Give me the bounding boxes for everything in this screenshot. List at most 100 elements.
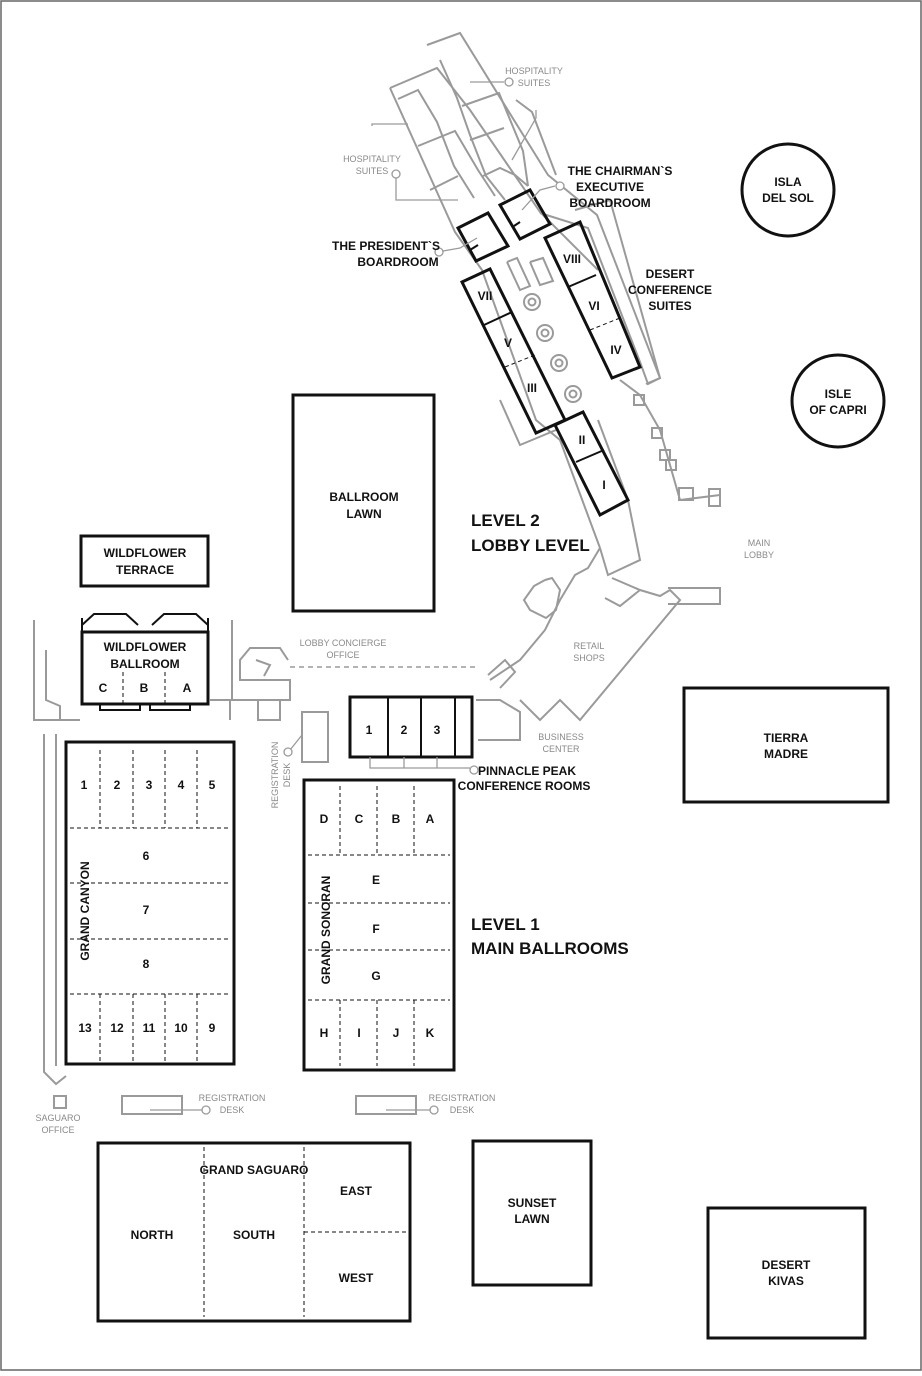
desert-conference-suites xyxy=(459,219,642,518)
isle-of-capri-shape xyxy=(790,353,886,449)
wildflower-room-b: B xyxy=(140,681,149,695)
chairmans-label-2: EXECUTIVE xyxy=(576,180,644,194)
lobby-wing-outline xyxy=(389,31,721,577)
sonoran-c: C xyxy=(355,812,364,826)
hospitality-left-2: SUITES xyxy=(356,166,389,176)
registration-desks xyxy=(121,734,439,1115)
hospitality-top-1: HOSPITALITY xyxy=(505,66,563,76)
suite-vii: VII xyxy=(478,289,493,303)
wildflower-room-a: A xyxy=(183,681,192,695)
isla-del-sol-label-1: ISLA xyxy=(774,175,802,189)
canyon-4: 4 xyxy=(178,778,185,792)
pinnacle-peak-rooms xyxy=(348,695,479,775)
hospitality-top-2: SUITES xyxy=(518,78,551,88)
wildflower-terrace-label-2: TERRACE xyxy=(116,563,174,577)
lobby-corridors xyxy=(33,547,721,763)
ballroom-lawn-label-2: LAWN xyxy=(346,507,381,521)
concierge-1: LOBBY CONCIERGE xyxy=(300,638,387,648)
registration-2b: DESK xyxy=(450,1105,475,1115)
sonoran-f: F xyxy=(372,922,379,936)
desert-kivas-shape xyxy=(706,1206,867,1340)
chairmans-label-1: THE CHAIRMAN`S xyxy=(568,164,673,178)
level2-title: LEVEL 2 xyxy=(471,511,540,530)
registration-1a: REGISTRATION xyxy=(199,1093,266,1103)
chairmans-boardroom-outline xyxy=(497,188,553,241)
chairmans-label-3: BOARDROOM xyxy=(569,196,650,210)
wildflower-ballroom-label-2: BALLROOM xyxy=(110,657,179,671)
main-lobby-1: MAIN xyxy=(748,538,771,548)
desert-kivas-label-1: DESERT xyxy=(762,1258,811,1272)
sonoran-b: B xyxy=(392,812,401,826)
registration-vertical-2: DESK xyxy=(282,763,292,788)
retail-1: RETAIL xyxy=(574,641,605,651)
room-labels: C B A 1 2 3 VIII VII VI V IV III II I 1 … xyxy=(78,252,621,1285)
level2-subtitle: LOBBY LEVEL xyxy=(471,536,590,555)
canyon-11: 11 xyxy=(143,1021,156,1035)
suite-vi: VI xyxy=(588,299,599,313)
canyon-12: 12 xyxy=(110,1021,124,1035)
suites-right-block xyxy=(542,219,642,380)
presidents-label-1: THE PRESIDENT`S xyxy=(332,239,440,253)
ballroom-lawn-label-1: BALLROOM xyxy=(329,490,398,504)
pinnacle-room-3: 3 xyxy=(434,723,441,737)
sunset-lawn-label-2: LAWN xyxy=(514,1212,549,1226)
presidents-label-2: BOARDROOM xyxy=(357,255,438,269)
grand-canyon-ballroom xyxy=(43,734,236,1109)
level1-subtitle: MAIN BALLROOMS xyxy=(471,939,629,958)
canyon-7: 7 xyxy=(143,903,150,917)
lobby-pillars xyxy=(523,293,582,403)
suite-iii: III xyxy=(527,381,537,395)
registration-1b: DESK xyxy=(220,1105,245,1115)
business-2: CENTER xyxy=(542,744,580,754)
canyon-1: 1 xyxy=(81,778,88,792)
level1-title: LEVEL 1 xyxy=(471,915,540,934)
tierra-madre-shape xyxy=(682,686,890,804)
saguaro-west: WEST xyxy=(339,1271,374,1285)
sonoran-e: E xyxy=(372,873,380,887)
sonoran-k: K xyxy=(426,1026,435,1040)
hospitality-left-1: HOSPITALITY xyxy=(343,154,401,164)
sonoran-i: I xyxy=(357,1026,360,1040)
desert-suites-label-3: SUITES xyxy=(648,299,691,313)
sonoran-d: D xyxy=(320,812,329,826)
canyon-13: 13 xyxy=(78,1021,92,1035)
boardrooms xyxy=(455,188,553,263)
pinnacle-room-2: 2 xyxy=(401,723,408,737)
suite-v: V xyxy=(504,336,512,350)
concierge-2: OFFICE xyxy=(327,650,360,660)
sonoran-g: G xyxy=(371,969,380,983)
sonoran-j: J xyxy=(393,1026,400,1040)
wildflower-ballroom xyxy=(80,613,210,711)
tierra-madre-label-2: MADRE xyxy=(764,747,808,761)
sonoran-h: H xyxy=(320,1026,329,1040)
isla-del-sol-shape xyxy=(740,142,836,238)
leader-lines xyxy=(371,77,565,257)
saguaro-south: SOUTH xyxy=(233,1228,275,1242)
tierra-madre-label-1: TIERRA xyxy=(764,731,809,745)
suite-ii: II xyxy=(579,433,586,447)
suites-lower-block xyxy=(552,410,631,518)
grand-sonoran-ballroom xyxy=(302,778,456,1072)
suite-viii: VIII xyxy=(563,252,581,266)
pinnacle-peak-label-1: PINNACLE PEAK xyxy=(478,764,576,778)
pinnacle-peak-label-2: CONFERENCE ROOMS xyxy=(458,779,591,793)
wildflower-terrace-shape xyxy=(79,534,210,588)
grand-saguaro-ballroom xyxy=(96,1141,412,1323)
pinnacle-room-1: 1 xyxy=(366,723,373,737)
canyon-2: 2 xyxy=(114,778,121,792)
wildflower-room-c: C xyxy=(99,681,108,695)
suite-iv: IV xyxy=(610,343,621,357)
level-labels: LEVEL 2 LOBBY LEVEL LEVEL 1 MAIN BALLROO… xyxy=(471,511,629,958)
sunset-lawn-shape xyxy=(471,1139,593,1287)
presidents-boardroom-outline xyxy=(455,211,511,263)
venue-labels: ISLA DEL SOL ISLE OF CAPRI BALLROOM LAWN… xyxy=(104,164,867,1288)
grand-sonoran-label: GRAND SONORAN xyxy=(319,876,333,985)
canyon-9: 9 xyxy=(209,1021,216,1035)
sonoran-a: A xyxy=(426,812,435,826)
grand-canyon-label: GRAND CANYON xyxy=(78,861,92,960)
registration-vertical-1: REGISTRATION xyxy=(270,742,280,809)
retail-2: SHOPS xyxy=(573,653,605,663)
